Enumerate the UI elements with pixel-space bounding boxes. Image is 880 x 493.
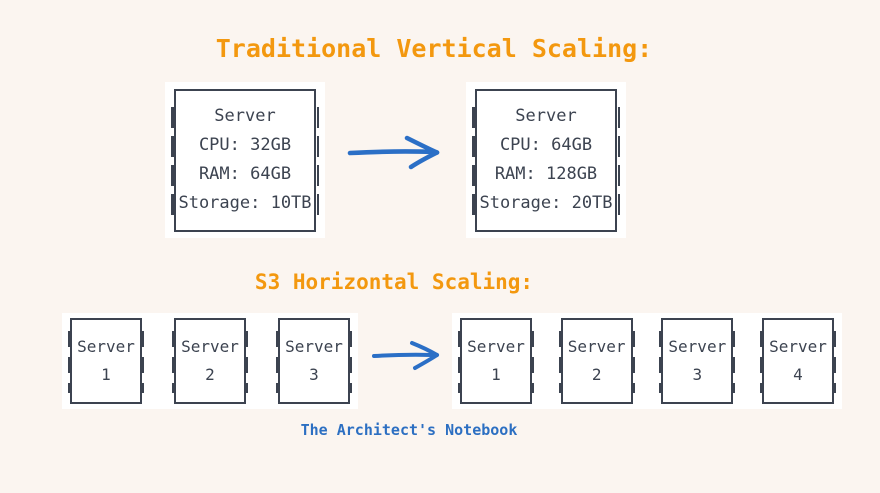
server-spec-cpu: CPU: 32GB bbox=[198, 135, 292, 155]
server-node: Server 4 bbox=[759, 318, 836, 404]
server-node: Server 3 bbox=[659, 318, 736, 404]
server-node-label: Server bbox=[285, 337, 343, 356]
notebook-caption: The Architect's Notebook bbox=[300, 421, 518, 439]
server-node: Server 2 bbox=[172, 318, 248, 404]
horizontal-scaling-title: S3 Horizontal Scaling: bbox=[254, 270, 534, 294]
server-node-number: 3 bbox=[309, 365, 319, 384]
server-node-number: 2 bbox=[205, 365, 215, 384]
server-box-title: Server bbox=[515, 106, 577, 126]
arrow-right-icon bbox=[372, 341, 439, 370]
server-node-label: Server bbox=[567, 337, 626, 356]
server-node-label: Server bbox=[467, 337, 525, 356]
server-box-title: Server bbox=[214, 106, 276, 126]
vertical-after-panel: Server CPU: 64GB RAM: 128GB Storage: 20T… bbox=[466, 82, 626, 238]
server-node-label: Server bbox=[769, 337, 827, 356]
server-spec-ram: RAM: 64GB bbox=[198, 164, 292, 184]
server-spec-box-before: Server CPU: 32GB RAM: 64GB Storage: 10TB bbox=[171, 88, 319, 232]
server-node: Server 1 bbox=[68, 318, 144, 404]
server-node-label: Server bbox=[77, 337, 135, 356]
server-node-number: 4 bbox=[793, 365, 803, 384]
server-node-number: 1 bbox=[491, 365, 501, 384]
horizontal-after-group: Server 1 Server 2 Server 3 Server 4 bbox=[452, 313, 842, 409]
server-node-label: Server bbox=[668, 337, 727, 356]
server-node: Server 2 bbox=[558, 318, 635, 404]
horizontal-before-group: Server 1 Server 2 Server 3 bbox=[62, 313, 358, 409]
server-spec-box-after: Server CPU: 64GB RAM: 128GB Storage: 20T… bbox=[472, 88, 620, 232]
server-spec-storage: Storage: 20TB bbox=[479, 193, 613, 213]
server-spec-cpu: CPU: 64GB bbox=[499, 135, 593, 155]
server-spec-ram: RAM: 128GB bbox=[494, 164, 598, 184]
server-node-number: 3 bbox=[692, 365, 703, 384]
server-node-number: 2 bbox=[591, 365, 602, 384]
arrow-right-icon bbox=[347, 135, 440, 170]
server-spec-storage: Storage: 10TB bbox=[178, 193, 312, 213]
vertical-before-panel: Server CPU: 32GB RAM: 64GB Storage: 10TB bbox=[165, 82, 325, 238]
server-node: Server 3 bbox=[276, 318, 352, 404]
server-node-number: 1 bbox=[101, 365, 111, 384]
server-node-label: Server bbox=[181, 337, 239, 356]
vertical-scaling-title: Traditional Vertical Scaling: bbox=[215, 34, 653, 63]
server-node: Server 1 bbox=[458, 318, 534, 404]
